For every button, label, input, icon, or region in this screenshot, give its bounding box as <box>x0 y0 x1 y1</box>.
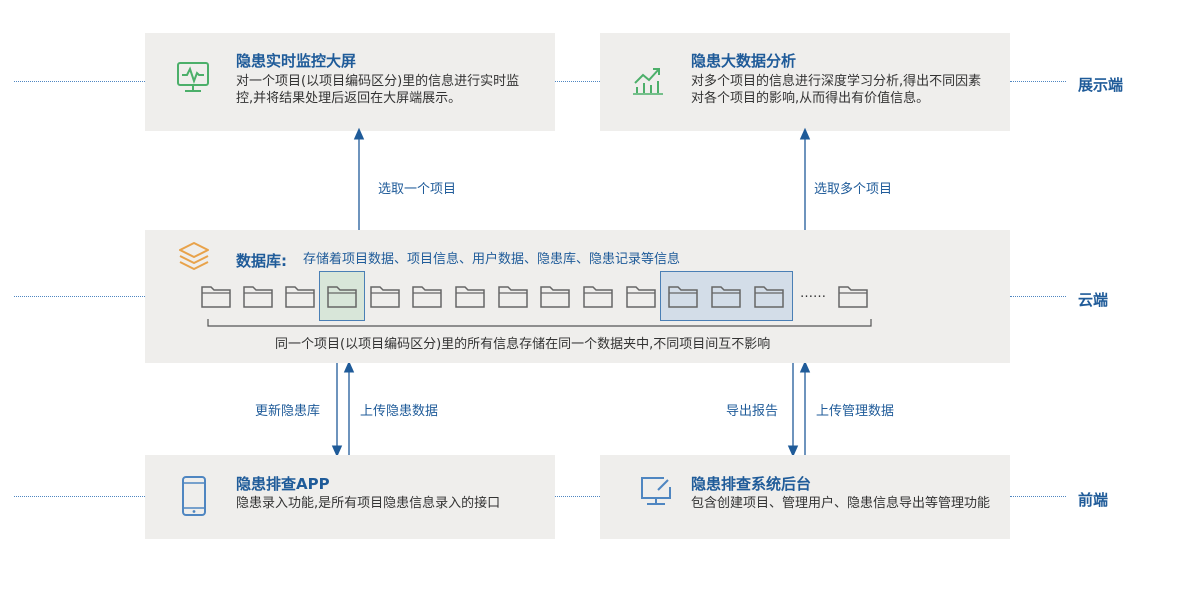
project-bracket <box>207 319 872 327</box>
analysis-desc: 对多个项目的信息进行深度学习分析,得出不同因素对各个项目的影响,从而得出有价值信… <box>691 74 982 106</box>
folder-icon <box>285 286 315 308</box>
tier-label-cloud: 云端 <box>1078 291 1109 309</box>
tier-line <box>555 496 600 497</box>
arrow-label-export-report: 导出报告 <box>726 404 779 419</box>
tier-line <box>1010 296 1066 297</box>
folder-icon <box>243 286 273 308</box>
folder-icon <box>327 286 357 308</box>
computer-icon <box>641 477 671 505</box>
arrow-label-update-lib: 更新隐患库 <box>255 404 321 419</box>
tier-line <box>555 81 600 82</box>
folder-icon <box>498 286 528 308</box>
folder-icon <box>201 286 231 308</box>
tier-line <box>1010 81 1066 82</box>
folder-icon <box>838 286 868 308</box>
arrow-label-select-one: 选取一个项目 <box>378 182 457 197</box>
tier-line <box>14 81 145 82</box>
database-title: 数据库: <box>236 252 287 270</box>
tier-label-display: 展示端 <box>1078 76 1124 94</box>
arrow-label-select-many: 选取多个项目 <box>814 182 893 197</box>
folder-icon <box>754 286 784 308</box>
hazard-backend-box: 隐患排查系统后台 包含创建项目、管理用户、隐患信息导出等管理功能 <box>600 455 1010 539</box>
tier-label-front: 前端 <box>1078 491 1109 509</box>
tier-line <box>14 296 145 297</box>
realtime-monitor-box: 隐患实时监控大屏 对一个项目(以项目编码区分)里的信息进行实时监控,并将结果处理… <box>145 33 555 131</box>
big-data-analysis-box: 隐患大数据分析 对多个项目的信息进行深度学习分析,得出不同因素对各个项目的影响,… <box>600 33 1010 131</box>
realtime-title: 隐患实时监控大屏 <box>236 52 357 70</box>
realtime-desc: 对一个项目(以项目编码区分)里的信息进行实时监控,并将结果处理后返回在大屏端展示… <box>236 74 520 106</box>
phone-icon <box>182 476 206 516</box>
folder-icon <box>455 286 485 308</box>
app-desc: 隐患录入功能,是所有项目隐患信息录入的接口 <box>236 496 501 511</box>
app-title: 隐患排查APP <box>236 475 330 493</box>
tier-line <box>14 496 145 497</box>
arrow-label-upload-manage: 上传管理数据 <box>816 404 895 419</box>
multi-project-highlight <box>660 271 793 321</box>
backend-title: 隐患排查系统后台 <box>691 475 812 493</box>
layers-icon <box>179 242 209 270</box>
folder-icon <box>412 286 442 308</box>
hazard-app-box: 隐患排查APP 隐患录入功能,是所有项目隐患信息录入的接口 <box>145 455 555 539</box>
database-desc: 存储着项目数据、项目信息、用户数据、隐患库、隐患记录等信息 <box>303 252 681 267</box>
tier-line <box>1010 496 1066 497</box>
folder-icon <box>370 286 400 308</box>
folder-icon <box>626 286 656 308</box>
analysis-title: 隐患大数据分析 <box>691 52 797 70</box>
monitor-icon <box>177 62 209 92</box>
folder-icon <box>711 286 741 308</box>
folder-icon <box>583 286 613 308</box>
backend-desc: 包含创建项目、管理用户、隐患信息导出等管理功能 <box>691 496 991 511</box>
database-ellipsis: …… <box>800 286 826 301</box>
chart-trend-icon <box>633 68 663 95</box>
database-note: 同一个项目(以项目编码区分)里的所有信息存储在同一个数据夹中,不同项目间互不影响 <box>275 337 771 352</box>
arrow-label-upload-hazard: 上传隐患数据 <box>360 404 439 419</box>
database-box: 数据库: 存储着项目数据、项目信息、用户数据、隐患库、隐患记录等信息 …… 同一… <box>145 230 1010 363</box>
folder-icon <box>540 286 570 308</box>
folder-icon <box>668 286 698 308</box>
single-project-highlight <box>319 271 365 321</box>
